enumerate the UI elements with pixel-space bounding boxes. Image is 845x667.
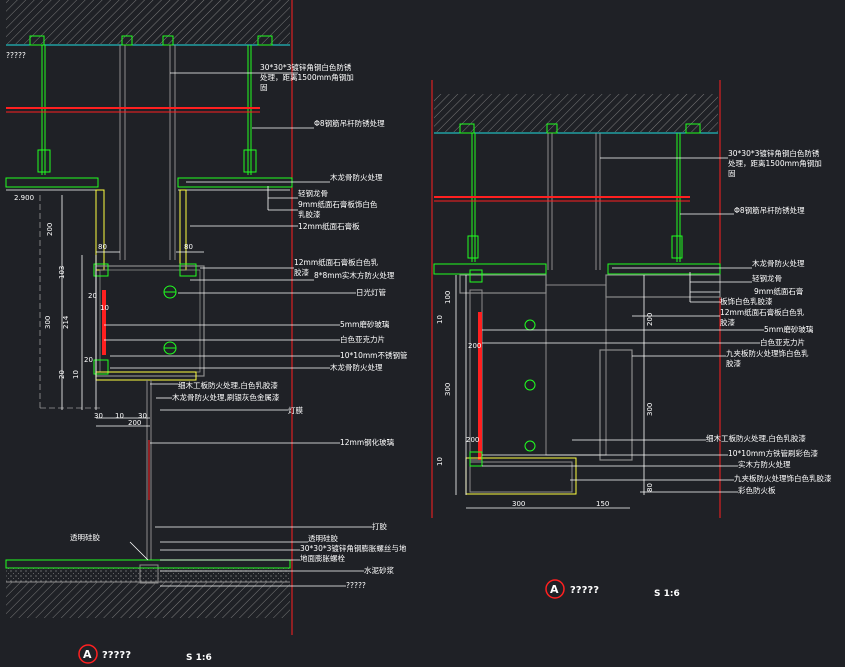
dim-r-10b: 10: [436, 457, 444, 466]
title-marker-circle: [78, 644, 98, 664]
r-title-marker-letter: A: [550, 583, 559, 596]
dim-20a: 20: [88, 292, 97, 300]
r-label-angle-steel: 30*30*3镀锌角钢白色防锈: [728, 148, 820, 158]
label-wood-keel-3: 木龙骨防火处理,刷银灰色金属漆: [172, 392, 280, 402]
dim-r-200c: 200: [646, 313, 654, 326]
r-label-acrylic: 白色亚克力片: [760, 337, 805, 347]
label-latex: 乳胶漆: [298, 209, 321, 219]
r-label-gypsum-9mm-2: 板饰白色乳胶漆: [720, 296, 773, 306]
right-leader-lines: [482, 157, 764, 493]
dim-10a: 10: [100, 304, 109, 312]
level-mark: 2.900: [14, 194, 34, 202]
r-label-angle-steel-2: 处理，距离1500mm角钢加: [728, 158, 822, 168]
ceiling-slab-hatch-right: [434, 94, 718, 132]
dim-20c: 20: [84, 356, 93, 364]
r-label-gypsum-12mm: 12mm纸面石膏板白色乳: [720, 307, 805, 317]
r-label-blockboard: 细木工板防火处理,白色乳胶漆: [706, 433, 806, 443]
r-label-fireproof-board: 彩色防火板: [738, 485, 776, 495]
label-lamp-film: 灯膜: [288, 405, 303, 415]
label-hanger-rod: Φ8钢筋吊杆防锈处理: [314, 118, 385, 128]
dim-r-300b: 300: [646, 403, 654, 416]
right-section-detail: 100 10 200 300 200 10 200 300 80 300 150: [431, 80, 832, 599]
label-sealant: 打胶: [372, 521, 387, 531]
dim-10c: 10: [115, 412, 124, 420]
dim-80b: 80: [184, 243, 193, 251]
dim-20b: 20: [58, 370, 66, 379]
light-box: [93, 189, 205, 381]
label-wood-keel: 木龙骨防火处理: [330, 172, 383, 182]
r-label-latex-2: 胶漆: [726, 358, 741, 368]
right-dim-lines: [455, 275, 645, 509]
r-label-hanger-rod: Φ8钢筋吊杆防锈处理: [734, 205, 805, 215]
r-label-square-tube: 10*10mm方铁管刷彩色漆: [728, 448, 818, 458]
dim-r-100: 100: [444, 291, 452, 304]
dim-r-200a: 200: [468, 342, 481, 350]
label-wood-keel-2: 木龙骨防火处理: [330, 362, 383, 372]
r-label-wood-keel: 木龙骨防火处理: [752, 258, 805, 268]
label-frosted-glass: 5mm磨砂玻璃: [340, 319, 390, 329]
r-title-marker-circle: [545, 579, 565, 599]
hanger-rods: [29, 35, 273, 175]
dim-103: 103: [58, 266, 66, 279]
dim-30b: 30: [138, 412, 147, 420]
dim-200: 200: [46, 223, 54, 236]
label-gypsum-9mm: 9mm纸面石膏板饰白色: [298, 199, 378, 209]
left-dim-lines: [61, 195, 204, 427]
label-angle-steel: 30*30*3镀锌角钢白色防锈: [260, 62, 352, 72]
glass-partition: [139, 380, 159, 584]
dim-10b: 10: [72, 370, 80, 379]
ceiling-slab-hatch: [6, 0, 290, 44]
r-label-latex: 胶漆: [720, 317, 735, 327]
label-gypsum-white: 12mm纸面石膏板白色乳: [294, 257, 379, 267]
label-blockboard: 细木工板防火处理,白色乳胶漆: [178, 380, 278, 390]
label-light-keel: 轻钢龙骨: [298, 188, 328, 198]
cabinet-body: [459, 269, 721, 495]
label-steel-tube: 10*10mm不锈钢管: [340, 350, 408, 360]
dim-r-150: 150: [596, 500, 609, 508]
level-tag: ?????: [6, 51, 26, 60]
label-unknown: ?????: [346, 581, 366, 590]
label-latex-2: 胶漆: [294, 267, 309, 277]
r-drawing-scale: S 1:6: [654, 589, 680, 599]
label-angle-floor: 30*30*3镀锌角钢膨胀螺丝与地: [300, 543, 407, 553]
dim-80a: 80: [98, 243, 107, 251]
label-tempered-glass: 12mm钢化玻璃: [340, 437, 395, 447]
dim-214: 214: [62, 315, 70, 329]
dim-r-200b: 200: [466, 436, 479, 444]
r-label-plywood-2: 九夹板防火处理饰白色乳胶漆: [734, 473, 832, 483]
dim-r-10a: 10: [436, 315, 444, 324]
left-leader-lines: [104, 72, 372, 587]
r-label-plywood: 九夹板防火处理饰白色乳: [726, 348, 809, 358]
label-angle-steel-3: 固: [260, 83, 268, 92]
hanger-rods-right: [459, 123, 701, 262]
dim-300: 300: [44, 316, 52, 329]
dim-r-300: 300: [444, 383, 452, 396]
r-label-light-keel: 轻钢龙骨: [752, 273, 782, 283]
r-drawing-title: ?????: [570, 585, 599, 596]
left-section-detail: ????? 2.900: [5, 0, 408, 664]
label-expansion-bolt: 地面膨胀螺栓: [300, 553, 345, 563]
label-angle-steel-2: 处理，距离1500mm角钢加: [260, 72, 354, 82]
drawing-scale: S 1:6: [186, 653, 212, 663]
label-gypsum-12mm: 12mm纸面石膏板: [298, 221, 360, 231]
label-mortar: 水泥砂浆: [364, 565, 394, 575]
r-label-frosted-glass: 5mm磨砂玻璃: [764, 324, 814, 334]
r-label-solid-wood: 实木方防火处理: [738, 459, 791, 469]
dim-30a: 30: [94, 412, 103, 420]
label-silicone-right: 透明硅胶: [308, 533, 338, 543]
label-wood-square: 8*8mm实木方防火处理: [314, 270, 395, 280]
label-fluorescent: 日光灯管: [356, 287, 386, 297]
r-label-gypsum-9mm: 9mm纸面石膏: [754, 286, 804, 296]
title-marker-letter: A: [83, 648, 92, 661]
label-acrylic: 白色亚克力片: [340, 334, 385, 344]
dim-200b: 200: [128, 419, 141, 427]
dim-r-300c: 300: [512, 500, 525, 508]
r-label-angle-steel-3: 固: [728, 169, 736, 178]
label-silicone-left: 透明硅胶: [70, 532, 100, 542]
drawing-title: ?????: [102, 650, 131, 661]
dim-r-80: 80: [646, 483, 654, 492]
